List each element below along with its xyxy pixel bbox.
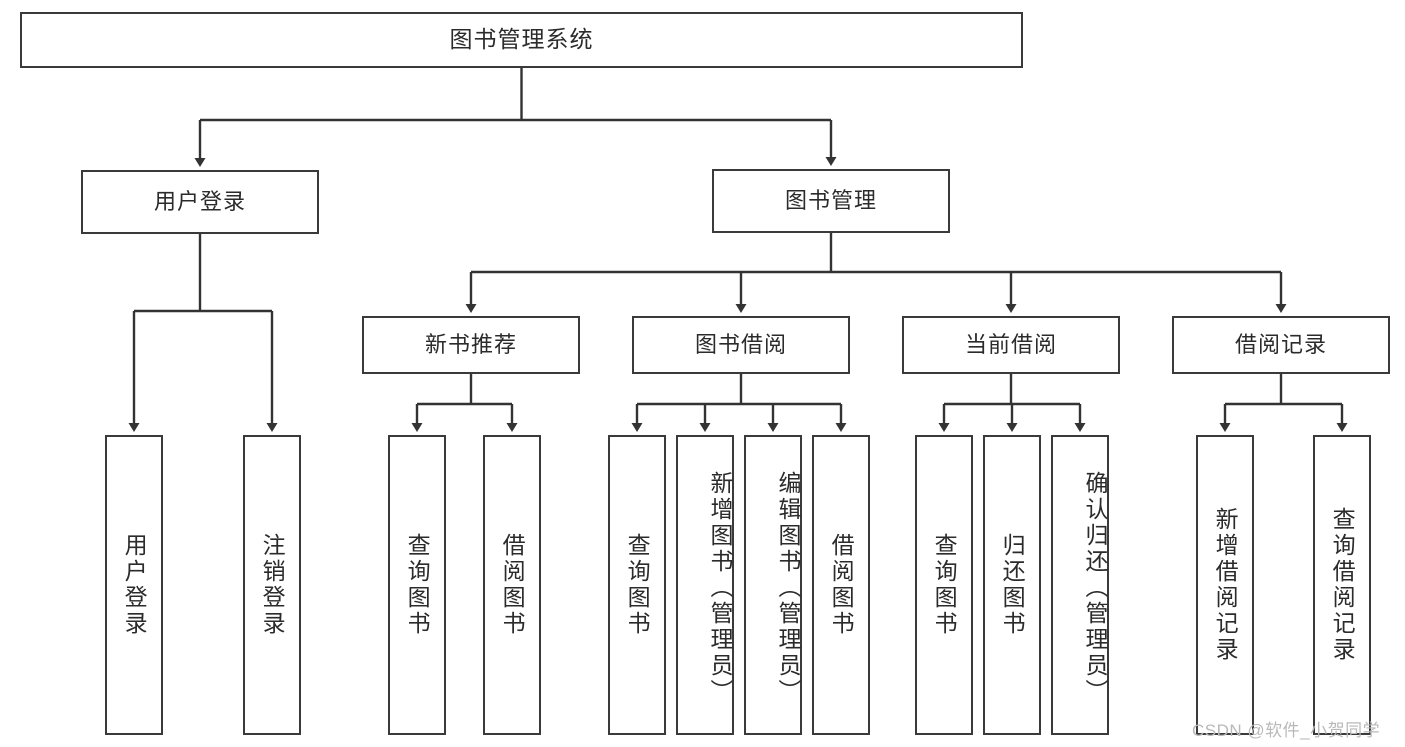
node-label: 图书管理系统: [449, 26, 594, 53]
node-label: 用户登录: [121, 533, 148, 637]
node-root[interactable]: 图书管理系统: [20, 12, 1023, 68]
node-leaf-cu-return[interactable]: 归还图书: [983, 435, 1041, 735]
node-label: 借阅图书: [828, 533, 855, 637]
node-label: 查询图书: [404, 533, 431, 637]
edge-paths: [128, 68, 1348, 432]
node-leaf-bo-edit[interactable]: 编辑图书（管理员）: [744, 435, 802, 735]
node-label: 用户登录: [153, 188, 246, 214]
node-leaf-bo-borrow[interactable]: 借阅图书: [812, 435, 870, 735]
node-leaf-re-query[interactable]: 查询借阅记录: [1313, 435, 1371, 735]
node-label: 编辑图书（管理员）: [775, 471, 801, 705]
node-leaf-nb-query[interactable]: 查询图书: [388, 435, 446, 735]
node-leaf-bo-add[interactable]: 新增图书（管理员）: [676, 435, 734, 735]
node-leaf-user-login[interactable]: 用户登录: [105, 435, 163, 735]
csdn-watermark: CSDN @软件_小贺同学: [1192, 721, 1381, 740]
node-label: 归还图书: [999, 533, 1026, 637]
node-label: 注销登录: [259, 533, 286, 637]
node-label: 图书借阅: [694, 331, 787, 357]
node-label: 确认归还（管理员）: [1082, 471, 1108, 705]
node-label: 查询借阅记录: [1329, 507, 1356, 663]
node-newbook[interactable]: 新书推荐: [362, 316, 580, 374]
node-label: 图书管理: [784, 187, 877, 213]
node-label: 借阅记录: [1234, 331, 1327, 357]
node-leaf-cu-query[interactable]: 查询图书: [915, 435, 973, 735]
node-label: 新书推荐: [424, 331, 517, 357]
node-login[interactable]: 用户登录: [81, 170, 319, 234]
node-label: 查询图书: [624, 533, 651, 637]
node-label: 查询图书: [931, 533, 958, 637]
node-label: 当前借阅: [964, 331, 1057, 357]
node-leaf-bo-query[interactable]: 查询图书: [608, 435, 666, 735]
node-bookmgr[interactable]: 图书管理: [712, 169, 950, 233]
node-label: 新增图书（管理员）: [707, 471, 733, 705]
node-label: 新增借阅记录: [1212, 507, 1239, 663]
node-current[interactable]: 当前借阅: [902, 316, 1120, 374]
node-leaf-re-add[interactable]: 新增借阅记录: [1196, 435, 1254, 735]
node-leaf-cu-confirm[interactable]: 确认归还（管理员）: [1051, 435, 1109, 735]
node-leaf-nb-borrow[interactable]: 借阅图书: [483, 435, 541, 735]
node-records[interactable]: 借阅记录: [1172, 316, 1390, 374]
node-label: 借阅图书: [499, 533, 526, 637]
node-borrow[interactable]: 图书借阅: [632, 316, 850, 374]
node-leaf-user-logout[interactable]: 注销登录: [243, 435, 301, 735]
